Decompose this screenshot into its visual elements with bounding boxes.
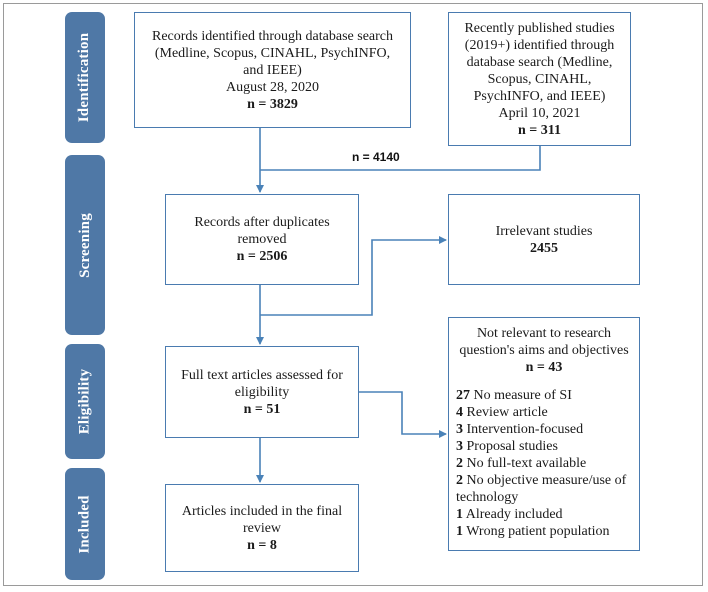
database-search-count: n = 3829 — [247, 96, 298, 112]
not-relevant-box: Not relevant to research question's aims… — [448, 317, 640, 551]
not-relevant-line-2: question's aims and objectives — [459, 343, 629, 358]
phase-eligibility-label: Eligibility — [65, 344, 105, 459]
recent-search-line-5: PsychINFO, and IEEE) — [473, 88, 606, 104]
duplicates-removed-line-2: removed — [237, 232, 287, 247]
exclusion-reason-text: Intervention-focused — [466, 422, 584, 437]
phase-screening-label: Screening — [65, 155, 105, 335]
included-articles-box: Articles included in the final review n … — [165, 484, 359, 572]
exclusion-reason-count: 1 — [456, 524, 463, 539]
exclusion-reason-count: 3 — [456, 439, 463, 454]
exclusion-reason-text: technology — [456, 490, 519, 505]
exclusion-reason-text: Already included — [465, 507, 563, 522]
exclusion-reason-text: Proposal studies — [466, 439, 558, 454]
full-text-assessed-count: n = 51 — [243, 401, 281, 417]
exclusion-reason: 2 No objective measure/use of — [449, 472, 639, 489]
not-relevant-count: n = 43 — [525, 360, 563, 375]
irrelevant-studies-count: 2455 — [530, 240, 558, 256]
recent-search-line-1: Recently published studies — [464, 20, 615, 36]
exclusion-reason: 1 Already included — [449, 506, 639, 523]
recent-search-line-2: (2019+) identified through — [464, 37, 615, 53]
included-articles-line-2: review — [242, 520, 282, 536]
database-search-line-3: and IEEE) — [243, 62, 302, 78]
exclusion-reason-count: 3 — [456, 422, 463, 437]
exclusion-reason-text: No measure of SI — [473, 388, 572, 403]
phase-identification-label: Identification — [65, 12, 105, 143]
exclusion-reason-text: Wrong patient population — [466, 524, 610, 539]
arrow-to-not-relevant — [359, 391, 447, 438]
duplicates-removed-count: n = 2506 — [236, 249, 288, 264]
full-text-assessed-line-1: Full text articles assessed for — [181, 367, 343, 383]
exclusion-reason: 3 Intervention-focused — [449, 421, 639, 438]
exclusion-reason-continuation: technology — [449, 489, 639, 506]
exclusion-reason: 27 No measure of SI — [449, 387, 639, 404]
database-search-line-4: August 28, 2020 — [226, 79, 319, 95]
recent-search-box: Recently published studies (2019+) ident… — [448, 12, 631, 146]
recent-search-line-4: Scopus, CINAHL, — [487, 71, 592, 87]
recent-search-line-6: April 10, 2021 — [498, 105, 581, 121]
exclusion-reason: 4 Review article — [449, 404, 639, 421]
recent-search-count: n = 311 — [518, 122, 561, 138]
exclusion-reason-count: 2 — [456, 473, 463, 488]
arrow-to-irrelevant — [260, 236, 447, 316]
merge-count-label: n = 4140 — [352, 150, 400, 164]
exclusion-reason: 3 Proposal studies — [449, 438, 639, 455]
irrelevant-studies-box: Irrelevant studies 2455 — [448, 194, 640, 285]
exclusion-reason-text: No full-text available — [466, 456, 587, 471]
exclusion-reason-count: 4 — [456, 405, 463, 420]
included-articles-count: n = 8 — [247, 537, 277, 553]
full-text-assessed-line-2: eligibility — [234, 384, 290, 400]
exclusion-reason: 1 Wrong patient population — [449, 523, 639, 540]
database-search-box: Records identified through database sear… — [134, 12, 411, 128]
exclusion-reason-text: No objective measure/use of — [466, 473, 627, 488]
exclusion-reason-count: 2 — [456, 456, 463, 471]
phase-included-label: Included — [65, 468, 105, 580]
exclusion-reason-count: 27 — [456, 388, 470, 403]
database-search-line-2: (Medline, Scopus, CINAHL, PsychINFO, — [154, 45, 391, 61]
duplicates-removed-line-1: Records after duplicates — [194, 215, 330, 230]
duplicates-removed-box: Records after duplicates removed n = 250… — [165, 194, 359, 285]
full-text-assessed-box: Full text articles assessed for eligibil… — [165, 346, 359, 438]
database-search-line-1: Records identified through database sear… — [151, 28, 394, 44]
not-relevant-line-1: Not relevant to research — [476, 326, 612, 341]
included-articles-line-1: Articles included in the final — [181, 503, 343, 519]
arrow-recent-merge — [260, 146, 541, 171]
exclusion-reason-count: 1 — [456, 507, 463, 522]
exclusion-reason-text: Review article — [466, 405, 548, 420]
recent-search-line-3: database search (Medline, — [466, 54, 613, 70]
exclusion-reason: 2 No full-text available — [449, 455, 639, 472]
irrelevant-studies-line-1: Irrelevant studies — [495, 223, 593, 239]
